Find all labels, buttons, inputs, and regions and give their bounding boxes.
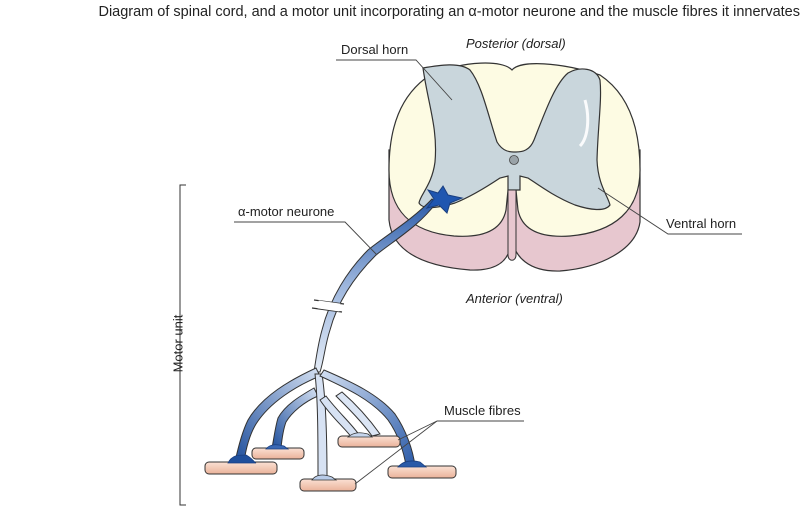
posterior-label: Posterior (dorsal) [466, 36, 566, 51]
motor-unit-label: Motor unit [170, 314, 186, 373]
anterior-fissure [507, 189, 517, 261]
muscle-fibres-label: Muscle fibres [444, 403, 521, 418]
muscle-fibre-3 [299, 478, 357, 492]
leader-motor-neurone [234, 221, 378, 256]
cell-body [425, 185, 464, 214]
motor-neurone-label: α-motor neurone [238, 204, 335, 219]
leader-lines [234, 59, 742, 485]
motor-neurone [234, 185, 464, 479]
muscle-fibres [204, 432, 457, 492]
branch-right-inner [335, 391, 381, 437]
muscle-fibre-2 [251, 447, 305, 460]
muscle-fibre-4 [337, 435, 401, 448]
ventral-horn-label: Ventral horn [666, 216, 737, 231]
muscle-fibre-5 [387, 465, 457, 479]
branch-center [314, 373, 328, 479]
diagram-title: Diagram of spinal cord, and a motor unit… [98, 4, 800, 20]
muscle-fibre-1 [204, 461, 278, 475]
spinal-cord [388, 62, 641, 272]
anterior-label: Anterior (ventral) [466, 291, 563, 306]
leader-muscle-fibres-1 [397, 420, 438, 441]
central-canal [509, 155, 519, 165]
motor-unit-bracket [179, 184, 186, 506]
dorsal-horn-label: Dorsal horn [341, 42, 409, 57]
leader-dorsal-horn [336, 59, 453, 101]
leader-ventral-horn [597, 187, 742, 235]
leader-muscle-fibres-2 [354, 420, 438, 485]
